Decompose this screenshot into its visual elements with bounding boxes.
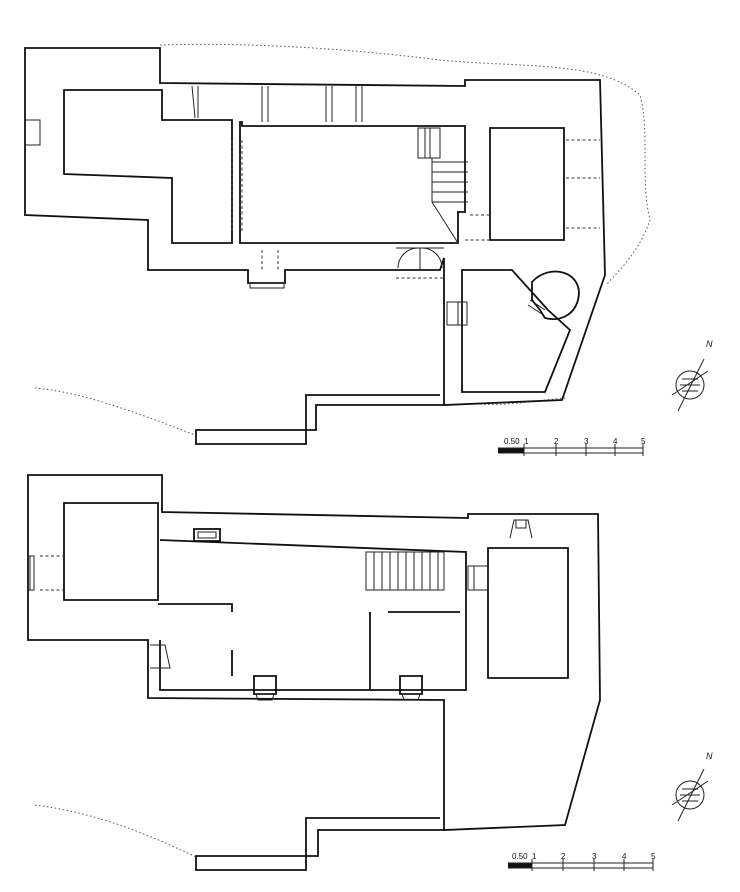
lower-west-opening-dash: [40, 555, 64, 591]
lower-north-label: N: [706, 751, 713, 761]
upper-oven-mouth: [527, 299, 546, 315]
lower-courtyard-wall: [195, 817, 444, 871]
lower-scale-label-3: 3: [592, 852, 597, 861]
upper-staircase: [417, 127, 468, 244]
upper-courtyard-wall: [195, 394, 444, 445]
lower-wall-niche-inner: [197, 531, 217, 539]
lower-west-opening: [28, 555, 35, 591]
lower-outer-wall: [27, 474, 601, 831]
upper-scale-label-4: 4: [613, 437, 618, 446]
lower-scale-label-2: 2: [561, 852, 566, 861]
upper-outer-wall: [24, 47, 606, 406]
upper-scale-label-3: 3: [584, 437, 589, 446]
upper-floor-plan: N 0.50 1 2 3 4 5: [24, 43, 713, 456]
upper-room-east: [489, 127, 565, 241]
lower-partition-east: [369, 611, 460, 690]
lower-staircase: [365, 551, 445, 591]
upper-south-dashes: [261, 250, 444, 279]
lower-scale-bar: 0.50 1 2 3 4 5: [508, 852, 656, 871]
upper-se-door: [446, 301, 468, 326]
lower-south-windows: [253, 675, 423, 701]
lower-partition-west: [158, 603, 233, 676]
upper-room-southeast: [461, 269, 572, 393]
upper-terrain-line-right: [479, 397, 566, 405]
upper-scale-label-0: 0.50: [504, 437, 520, 446]
lower-scale-label-4: 4: [622, 852, 627, 861]
lower-scale-label-1: 1: [532, 852, 537, 861]
upper-double-door: [396, 247, 444, 270]
lower-scale-filled-segment: [508, 863, 532, 868]
lower-room-east: [487, 547, 569, 679]
lower-north-arrow: N: [671, 751, 713, 822]
upper-room-west: [63, 89, 233, 244]
lower-room-central: [159, 539, 467, 691]
upper-scale-filled-segment: [498, 448, 524, 453]
lower-sw-opening: [150, 644, 171, 669]
upper-room-central: [239, 121, 466, 244]
upper-north-arrow: N: [671, 339, 713, 412]
lower-scale-label-0: 0.50: [512, 852, 528, 861]
upper-scale-label-5: 5: [641, 437, 646, 446]
lower-floor-plan: N 0.50 1 2 3 4 5: [27, 474, 713, 871]
upper-interior-divisions: [231, 139, 600, 241]
upper-oven-chamber: [531, 270, 580, 320]
upper-terrain-line-lower: [34, 387, 196, 436]
upper-north-label: N: [706, 339, 713, 349]
lower-room-west: [63, 502, 159, 601]
upper-scale-label-1: 1: [524, 437, 529, 446]
upper-terrain-line: [159, 43, 651, 286]
upper-entrance-step: [249, 282, 285, 289]
upper-scale-bar: 0.50 1 2 3 4 5: [498, 437, 646, 456]
lower-chimney: [509, 519, 533, 539]
upper-window-niches: [191, 85, 363, 122]
upper-scale-label-2: 2: [554, 437, 559, 446]
lower-wall-niche: [193, 528, 221, 542]
upper-niche-door-left: [25, 119, 41, 146]
lower-east-door: [467, 565, 489, 591]
lower-scale-label-5: 5: [651, 852, 656, 861]
lower-terrain-line: [34, 804, 199, 859]
